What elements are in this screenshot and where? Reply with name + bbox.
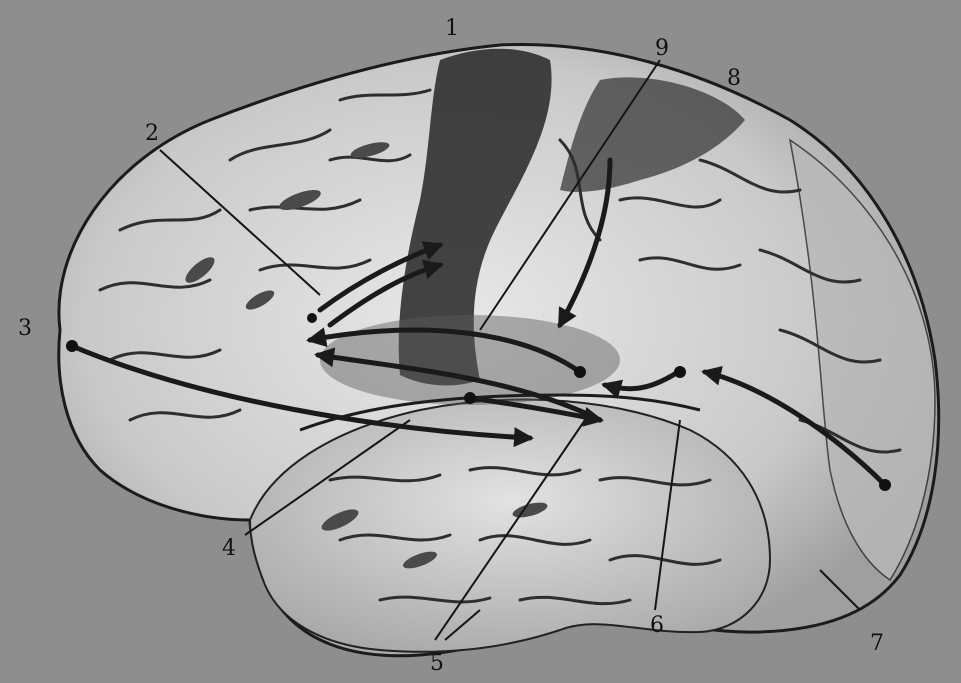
label-2: 2 xyxy=(145,121,159,146)
label-6: 6 xyxy=(650,613,664,638)
label-9: 9 xyxy=(655,36,669,61)
label-3: 3 xyxy=(18,316,32,341)
label-4: 4 xyxy=(222,536,236,561)
label-8: 8 xyxy=(727,66,741,91)
label-7: 7 xyxy=(870,631,884,656)
label-5: 5 xyxy=(430,651,444,676)
label-1: 1 xyxy=(445,16,459,41)
